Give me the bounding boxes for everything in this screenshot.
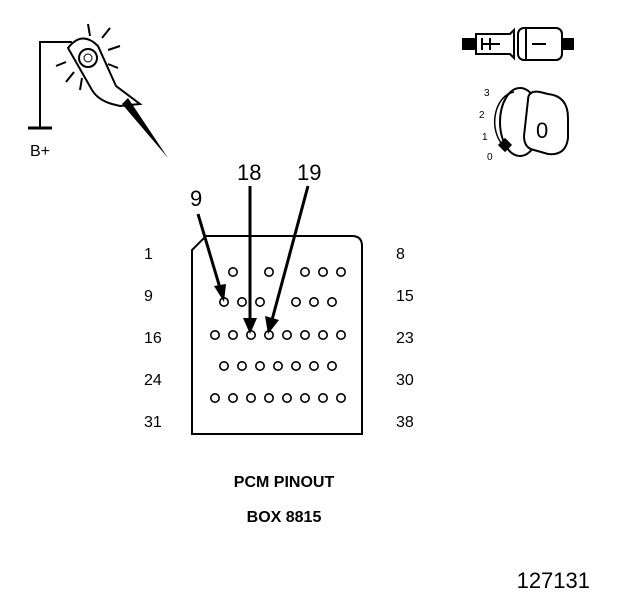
ignition-switch-icon (493, 87, 569, 157)
ignition-position-2: 2 (479, 110, 485, 121)
left-label-31: 31 (144, 414, 162, 431)
right-label-23: 23 (396, 330, 414, 347)
pin-hole (299, 266, 310, 277)
pin-hole (228, 329, 239, 340)
pin-hole (326, 360, 337, 371)
pin-hole (272, 360, 283, 371)
pin-hole (299, 329, 310, 340)
ignition-position-3: 3 (484, 88, 490, 99)
left-label-1: 1 (144, 246, 153, 263)
figure-number: 127131 (517, 568, 590, 593)
pin-hole (335, 392, 346, 403)
right-label-8: 8 (396, 246, 405, 263)
pin-hole (210, 392, 221, 403)
pin-hole (317, 392, 328, 403)
pin-hole (210, 329, 221, 340)
pin-hole (281, 329, 292, 340)
pin-hole (335, 329, 346, 340)
key-position-label: 0 (536, 118, 548, 143)
pin-hole (237, 360, 248, 371)
right-label-38: 38 (396, 414, 414, 431)
connector-plug-icon (462, 27, 574, 61)
pin-hole (246, 329, 257, 340)
pin-hole (281, 392, 292, 403)
supply-label: B+ (30, 143, 50, 160)
callout-arrows (196, 185, 310, 334)
pin-hole (308, 360, 319, 371)
pin-hole (326, 296, 337, 307)
right-label-15: 15 (396, 288, 414, 305)
pin-hole (308, 296, 319, 307)
pin-hole (255, 296, 266, 307)
callout-19: 19 (297, 160, 321, 185)
pin-hole (299, 392, 310, 403)
pin-hole (237, 296, 248, 307)
pin-hole (290, 296, 301, 307)
pin-hole (255, 360, 266, 371)
pin-grid (210, 266, 346, 403)
left-label-24: 24 (144, 372, 162, 389)
left-label-9: 9 (144, 288, 153, 305)
pin-hole (263, 266, 274, 277)
pin-hole (228, 392, 239, 403)
pin-hole (263, 392, 274, 403)
pin-hole (335, 266, 346, 277)
left-label-16: 16 (144, 330, 162, 347)
pin-hole (317, 329, 328, 340)
test-light-icon (28, 23, 168, 158)
ignition-position-1: 1 (482, 132, 488, 143)
pin-hole (290, 360, 301, 371)
pin-hole (317, 266, 328, 277)
callout-9: 9 (190, 186, 202, 211)
caption-title: PCM PINOUT (234, 474, 335, 491)
pin-hole (228, 266, 239, 277)
callout-18: 18 (237, 160, 261, 185)
connector-body (191, 235, 363, 435)
caption-subtitle: BOX 8815 (247, 509, 322, 526)
pin-hole (219, 360, 230, 371)
ignition-position-0: 0 (487, 152, 493, 163)
right-label-30: 30 (396, 372, 414, 389)
pin-hole (246, 392, 257, 403)
